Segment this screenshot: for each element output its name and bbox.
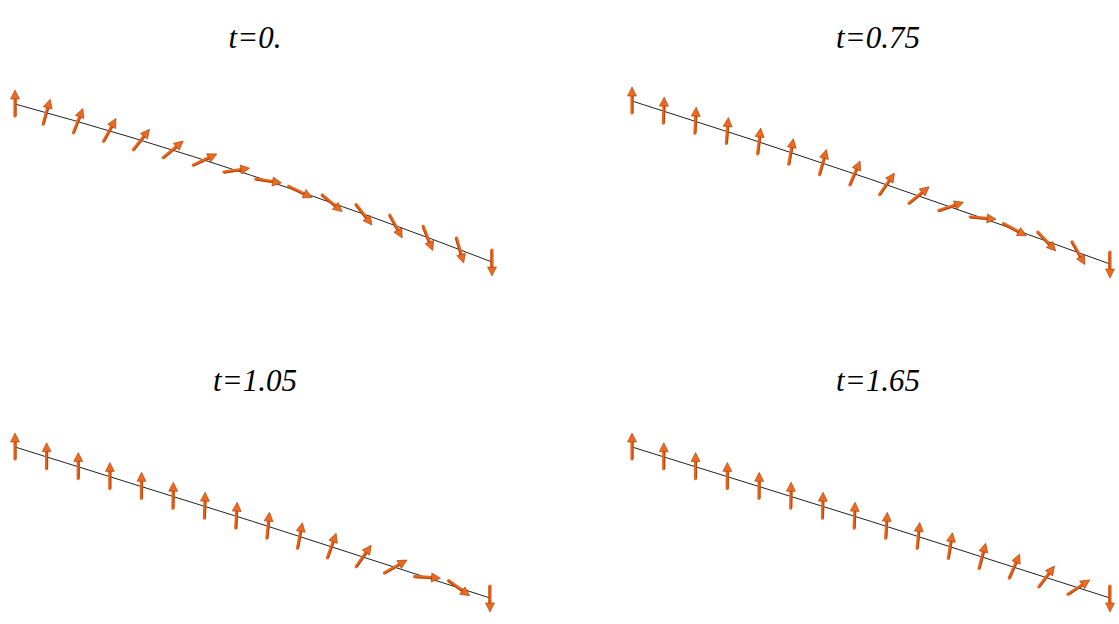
spin-arrow — [1035, 563, 1058, 589]
spin-arrow — [691, 453, 700, 479]
spin-arrow — [723, 462, 732, 488]
spin-arrow — [876, 171, 898, 198]
spin-arrow — [1068, 240, 1089, 267]
spin-arrow — [452, 237, 468, 264]
spin-arrow — [754, 472, 763, 498]
spin-arrow — [11, 433, 20, 459]
spin-arrow — [818, 492, 828, 518]
spin-arrow — [906, 183, 932, 206]
spin-arrow — [975, 542, 990, 569]
time-label: t=0.75 — [836, 22, 920, 53]
spin-arrow — [69, 107, 87, 134]
spin-arrow — [659, 443, 668, 469]
spin-arrow — [913, 522, 925, 549]
spin-arrow — [137, 472, 146, 498]
time-label: t=0. — [229, 22, 282, 53]
spin-arrow — [191, 150, 218, 169]
spin-arrow — [628, 433, 637, 459]
spin-arrow — [690, 107, 700, 133]
spin-arrow — [786, 482, 795, 508]
spin-arrow — [100, 116, 120, 143]
spin-chain — [628, 433, 1115, 612]
spin-arrow — [486, 586, 495, 612]
spin-arrow — [42, 443, 51, 469]
time-label: t=1.65 — [836, 365, 920, 396]
spin-arrow — [11, 90, 20, 116]
spin-arrow — [255, 175, 282, 188]
spin-arrow — [168, 482, 177, 508]
spin-arrow — [130, 126, 153, 152]
chain-line — [632, 447, 1110, 598]
spin-arrow — [850, 502, 860, 528]
spin-arrow — [319, 192, 345, 216]
spin-arrow — [323, 532, 340, 560]
spin-arrow — [659, 97, 669, 123]
spin-arrow — [1035, 229, 1059, 254]
spin-arrow — [382, 556, 409, 577]
spin-chain — [11, 433, 495, 612]
spin-arrow — [414, 572, 440, 583]
spin-arrow — [352, 202, 375, 228]
spin-arrow — [944, 532, 957, 559]
spin-arrow — [1001, 220, 1028, 240]
spin-arrow — [722, 117, 733, 144]
spin-arrow — [223, 164, 250, 177]
spin-arrow — [74, 453, 83, 479]
chain-line — [15, 447, 490, 598]
spin-chain — [11, 90, 497, 276]
spin-arrow — [287, 182, 314, 201]
spin-arrow — [1106, 586, 1115, 612]
spin-arrow — [386, 213, 406, 240]
spin-arrow — [970, 213, 997, 224]
chain-line — [632, 101, 1110, 264]
spin-chain — [628, 87, 1115, 278]
spin-arrow — [293, 522, 307, 549]
spin-arrow — [419, 225, 437, 252]
spin-arrow — [1066, 576, 1093, 598]
spin-arrow — [1005, 552, 1024, 579]
spin-arrow — [262, 512, 274, 539]
spin-arrow — [937, 198, 965, 215]
spin-arrow — [39, 98, 55, 125]
spin-arrow — [231, 502, 241, 528]
spin-arrow — [628, 87, 637, 113]
spin-arrow — [105, 462, 114, 488]
chain-line — [15, 104, 492, 262]
spin-arrow — [353, 543, 375, 569]
spin-arrow — [488, 250, 497, 276]
spin-arrow — [446, 577, 472, 599]
spin-arrow — [815, 148, 831, 175]
spin-arrow — [200, 492, 210, 518]
spin-arrow — [160, 138, 186, 162]
spin-arrow — [753, 127, 765, 154]
time-label: t=1.05 — [213, 365, 297, 396]
spin-arrow — [846, 159, 865, 186]
spin-arrow — [1106, 252, 1115, 278]
spin-arrow — [881, 512, 892, 539]
spin-arrow — [784, 138, 797, 165]
